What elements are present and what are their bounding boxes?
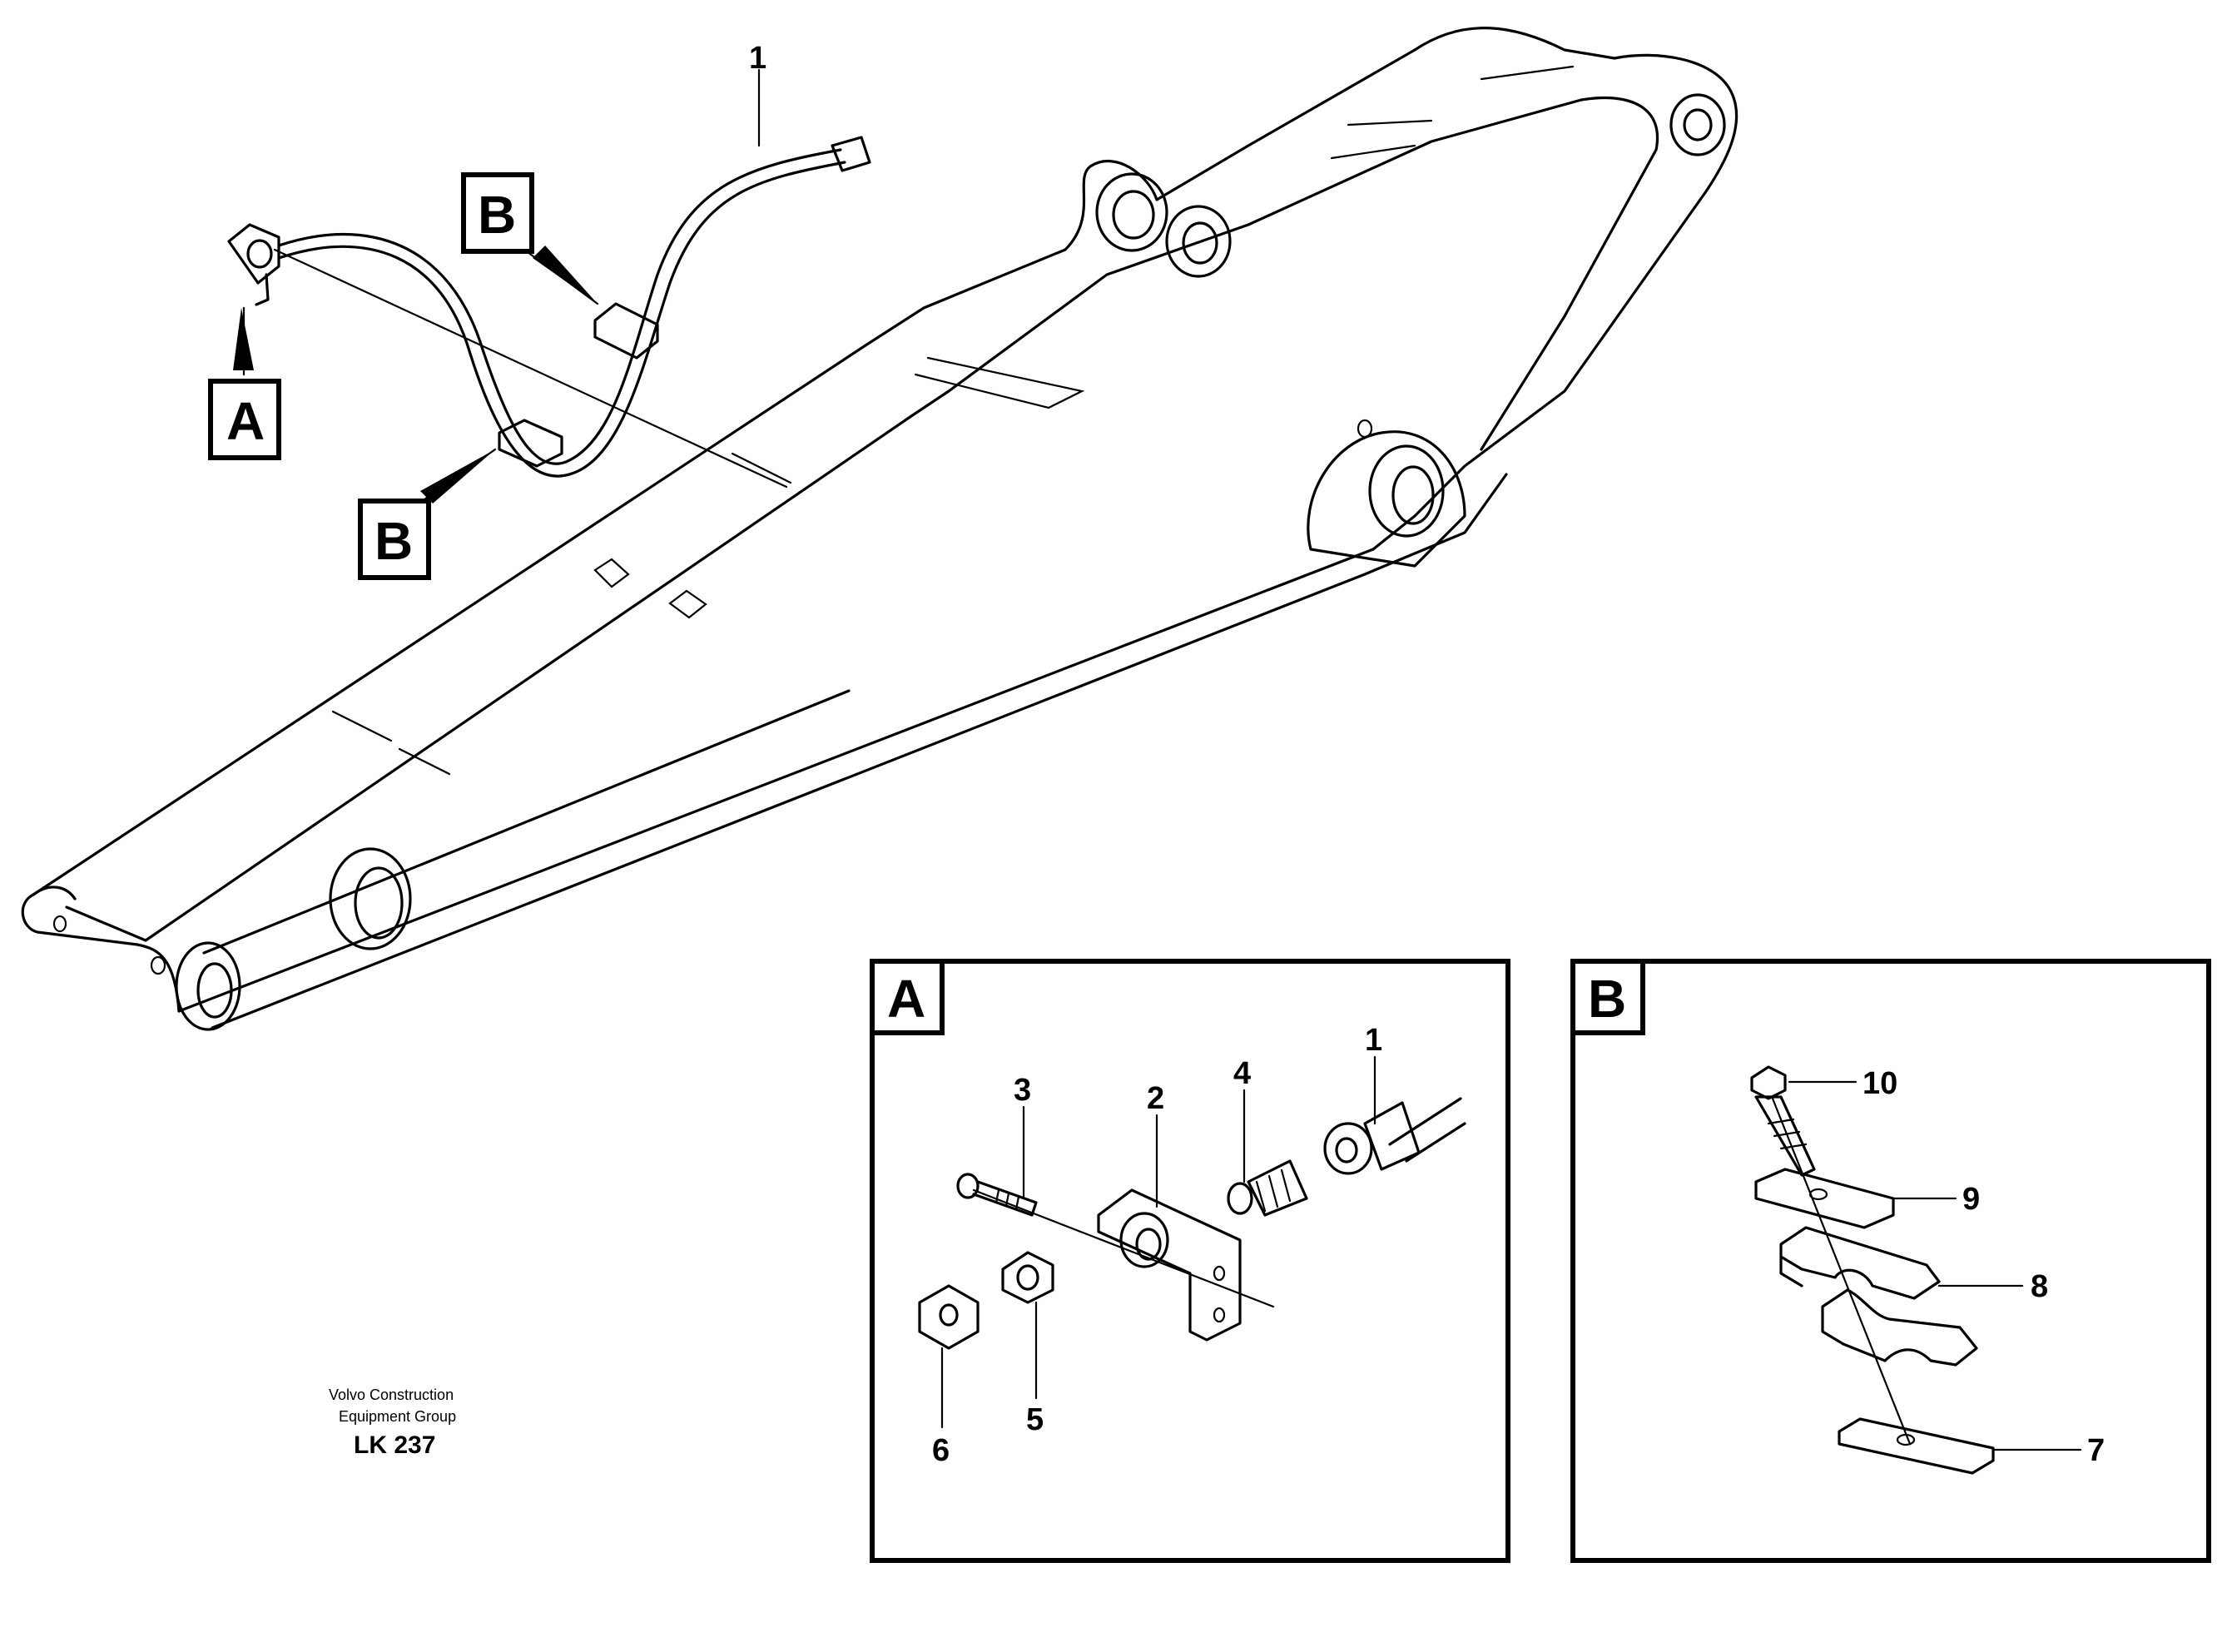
callout-a-washer-nut: 5 — [1026, 1402, 1044, 1437]
footer-company-line1: Volvo Construction — [329, 1387, 454, 1403]
callout-a-bracket: 2 — [1147, 1081, 1164, 1116]
callout-a-screw: 3 — [1014, 1073, 1031, 1108]
callout-main-hose: 1 — [749, 41, 766, 76]
hose-assembly — [227, 136, 871, 489]
detail-a-panel: A 1 3 2 4 — [870, 959, 1510, 1563]
callout-a-hose: 1 — [1365, 1023, 1382, 1058]
ref-letter-b-main-lower: B — [374, 511, 413, 571]
main-leaders — [233, 68, 761, 504]
callout-b-screw: 10 — [1863, 1066, 1897, 1101]
ref-box-b-main-lower: B — [358, 499, 431, 580]
detail-a-title: A — [887, 969, 925, 1029]
detail-b-title: B — [1588, 969, 1626, 1029]
boom-arm — [21, 27, 1739, 1031]
ref-box-b-main-upper: B — [461, 172, 534, 254]
ref-box-a-main: A — [208, 379, 281, 460]
detail-b-panel: B 10 9 8 7 — [1570, 959, 2211, 1563]
ref-letter-b-main-upper: B — [478, 185, 516, 245]
ref-letter-a-main: A — [226, 391, 265, 451]
callout-b-clamp: 8 — [2031, 1269, 2048, 1304]
footer-code: LK 237 — [354, 1431, 435, 1459]
callout-b-cover: 9 — [1962, 1182, 1980, 1217]
callout-a-nipple: 4 — [1233, 1056, 1251, 1091]
footer-company-line2: Equipment Group — [339, 1408, 456, 1425]
footer: Volvo Construction Equipment Group LK 23… — [329, 1387, 456, 1459]
callout-a-nut: 6 — [932, 1433, 950, 1468]
callout-b-plate: 7 — [2087, 1433, 2105, 1468]
